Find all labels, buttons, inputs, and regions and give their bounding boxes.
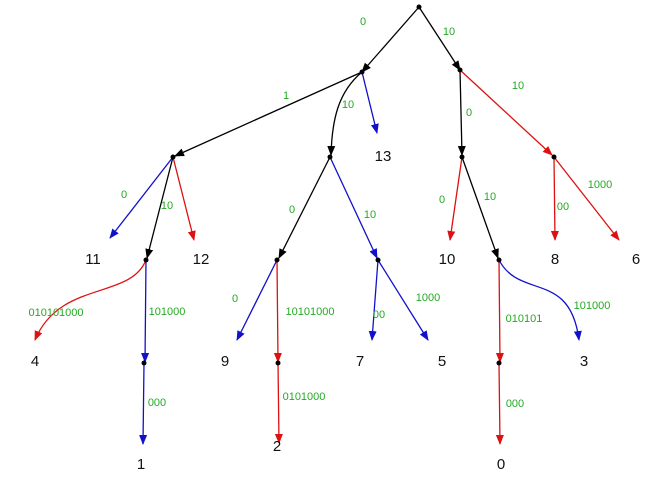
node-F (551, 154, 557, 160)
node-M (496, 360, 502, 366)
node-label-l2: 2 (273, 438, 281, 455)
edge-B_F (459, 69, 553, 156)
node-label-l3: 3 (580, 353, 588, 370)
edge-H_l9 (236, 259, 278, 341)
edge-A_13 (361, 71, 379, 134)
edge-label-root_A: 0 (360, 16, 366, 28)
edge-label-M_l0: 000 (506, 398, 524, 410)
node-label-l12: 12 (193, 251, 210, 268)
edge-G_K (141, 259, 150, 363)
edge-label-E_J: 10 (484, 191, 496, 203)
edge-E_J (461, 156, 499, 259)
edge-M_l0 (495, 362, 504, 445)
node-label-l4: 4 (31, 353, 39, 370)
node-A (359, 69, 365, 75)
edge-I_l7 (368, 259, 379, 341)
node-D (327, 154, 333, 160)
edge-L_l2 (274, 362, 283, 444)
node-root (416, 4, 422, 10)
edge-C_l11 (109, 156, 174, 239)
edge-label-A_C: 1 (283, 90, 289, 102)
edge-label-A_D: 10 (342, 99, 354, 111)
edge-K_l1 (139, 362, 148, 445)
edge-label-K_l1: 000 (148, 397, 166, 409)
edge-H_L (273, 259, 282, 363)
edge-label-L_l2: 0101000 (283, 391, 326, 403)
edge-label-E_l10: 0 (439, 194, 445, 206)
edge-F_l6 (553, 156, 620, 241)
edge-label-B_F: 10 (512, 80, 524, 92)
node-label-l0: 0 (497, 456, 505, 473)
edge-D_I (329, 156, 378, 259)
node-I (375, 257, 381, 263)
node-label-l6: 6 (632, 251, 640, 268)
edge-label-J_l3: 101000 (574, 300, 611, 312)
node-label-l5: 5 (438, 353, 446, 370)
edge-D_H (278, 156, 331, 259)
edge-A_C (174, 71, 363, 157)
edge-label-I_l5: 1000 (416, 292, 440, 304)
node-B (457, 67, 463, 73)
edge-label-J_M: 010101 (506, 313, 543, 325)
node-label-l1: 1 (137, 456, 145, 473)
edges (34, 6, 620, 445)
edge-C_G (145, 156, 174, 259)
node-H (274, 257, 280, 263)
node-label-l11: 11 (85, 251, 101, 268)
edge-label-root_B: 10 (443, 26, 455, 38)
edge-label-D_I: 10 (364, 209, 376, 221)
edge-C_l12 (172, 156, 196, 241)
edge-label-G_K: 101000 (149, 306, 186, 318)
edge-label-C_G: 10 (161, 200, 173, 212)
edge-label-D_H: 0 (289, 204, 295, 216)
edge-label-F_l6: 1000 (588, 179, 612, 191)
edge-label-B_E: 0 (466, 107, 472, 119)
node-J (496, 257, 502, 263)
edge-B_E (457, 69, 466, 156)
edge-label-F_l8: 00 (557, 201, 569, 213)
edge-I_l5 (377, 259, 429, 341)
edge-G_l4 (34, 259, 147, 341)
node-label-l8: 8 (551, 251, 559, 268)
edge-J_M (495, 259, 504, 363)
edge-label-H_l9: 0 (232, 293, 238, 305)
edge-F_l8 (550, 156, 559, 241)
node-label-l9: 9 (221, 353, 229, 370)
edge-label-G_l4: 010101000 (28, 307, 83, 319)
node-L (275, 360, 281, 366)
edge-label-H_L: 10101000 (286, 306, 335, 318)
edge-label-I_l7: 00 (373, 309, 385, 321)
node-label-l10: 10 (439, 251, 456, 268)
edge-J_l3 (498, 259, 582, 341)
nodes (141, 4, 557, 366)
node-K (141, 360, 147, 366)
edge-root_A (361, 6, 420, 73)
node-C (170, 154, 176, 160)
edge-E_l10 (447, 156, 463, 241)
edge-root_B (418, 6, 461, 71)
edge-A_D (327, 71, 363, 156)
node-label-l7: 7 (356, 353, 364, 370)
node-G (143, 257, 149, 263)
edge-label-C_l11: 0 (121, 189, 127, 201)
node-label-n13: 13 (375, 148, 392, 165)
node-E (459, 154, 465, 160)
